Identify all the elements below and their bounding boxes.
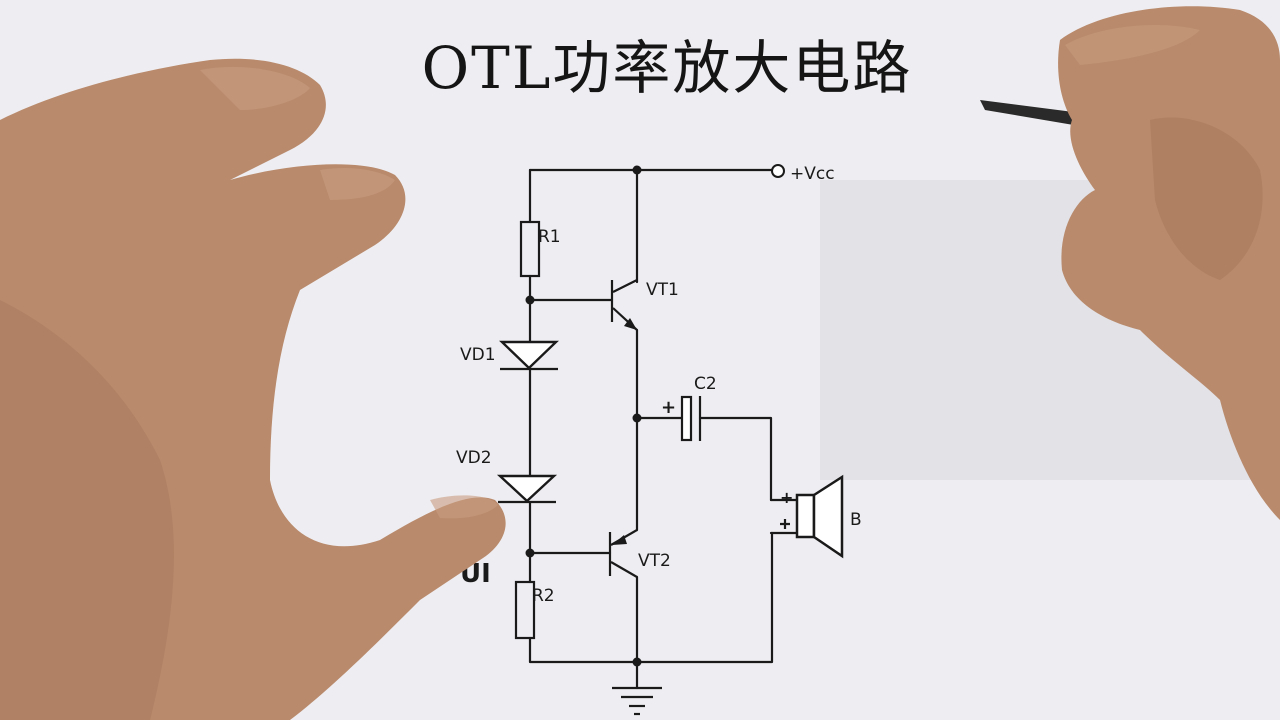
label-vcc: +Vcc — [790, 164, 835, 184]
circuit-wires — [528, 164, 799, 690]
label-speaker-plus: + — [780, 488, 793, 507]
label-vd1: VD1 — [460, 345, 496, 365]
label-vd2: VD2 — [456, 448, 492, 468]
page-title: OTL功率放大电路 — [422, 34, 913, 102]
left-hand — [0, 58, 506, 720]
capacitor-c2 — [680, 395, 702, 442]
right-hand — [980, 6, 1280, 520]
transistor-vt1 — [610, 279, 638, 331]
transistor-vt2 — [608, 529, 638, 578]
label-vt1: VT1 — [646, 280, 679, 300]
label-r2: R2 — [532, 586, 555, 606]
diode-vd2 — [496, 474, 558, 504]
diode-vd1 — [499, 340, 559, 371]
resistor-r1 — [519, 220, 541, 278]
speaker-b — [780, 474, 844, 559]
ground-symbol — [612, 686, 662, 716]
label-r1: R1 — [538, 227, 561, 247]
label-c2: C2 — [694, 374, 717, 394]
resistor-r2 — [514, 580, 536, 640]
label-c2-plus: + — [661, 397, 676, 418]
junction-dots — [525, 165, 642, 667]
vcc-terminal — [771, 164, 785, 178]
label-vt2: VT2 — [638, 551, 671, 571]
label-speaker: B — [850, 510, 862, 530]
